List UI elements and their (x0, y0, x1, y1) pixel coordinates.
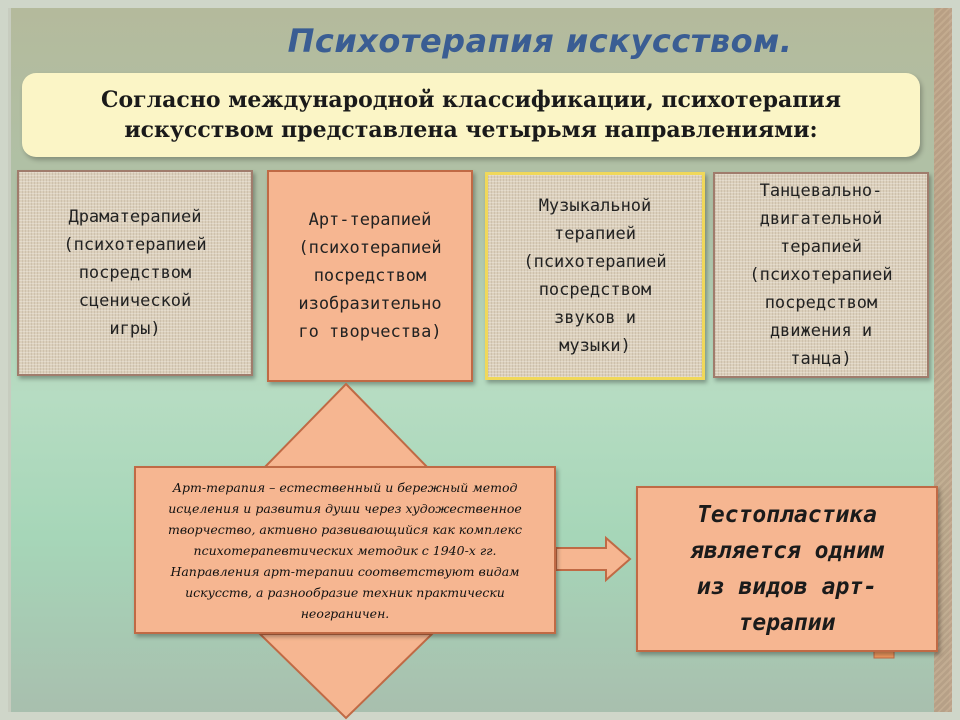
direction-line: (психотерапией (63, 235, 207, 255)
direction-line: Драматерапией (68, 207, 202, 227)
direction-line: Музыкальной (538, 196, 652, 216)
down-arrow-icon (257, 633, 435, 720)
direction-line: танца) (790, 349, 852, 369)
description-line: искусств, а разнообразие техник практиче… (185, 584, 505, 600)
decorative-stripe (934, 8, 952, 712)
direction-line: Арт-терапией (308, 210, 432, 230)
direction-line: изобразительно (298, 294, 442, 314)
art-therapy-description: Арт-терапия – естественный и бережный ме… (134, 466, 556, 634)
direction-art-therapy: Арт-терапией (психотерапией посредством … (267, 170, 473, 382)
direction-line: посредством (313, 266, 427, 286)
description-line: исцеления и развития души через художест… (168, 500, 522, 516)
description-line: психотерапевтических методик с 1940-х гг… (193, 542, 497, 558)
direction-line: (психотерапией (523, 252, 667, 272)
description-line: Арт-терапия – естественный и бережный ме… (172, 479, 518, 495)
direction-line: терапией (554, 224, 636, 244)
direction-line: го творчества) (298, 322, 442, 342)
direction-line: терапией (780, 237, 862, 257)
description-line: неограничен. (300, 605, 390, 621)
testoplastika-conclusion: Тестопластика является одним из видов ар… (636, 486, 938, 652)
direction-line: звуков и (554, 308, 636, 328)
direction-drama-therapy: Драматерапией (психотерапией посредством… (17, 170, 253, 376)
direction-line: игры) (109, 319, 161, 339)
direction-line: посредством (764, 293, 878, 313)
direction-line: посредством (538, 280, 652, 300)
direction-line: (психотерапией (749, 265, 893, 285)
result-line: Тестопластика (696, 502, 877, 528)
result-line: терапии (738, 610, 836, 636)
direction-line: сценической (78, 291, 192, 311)
subtitle-line-2: искусством представлена четырьмя направл… (124, 117, 818, 143)
result-line: из видов арт- (696, 574, 877, 600)
result-line: является одним (690, 538, 884, 564)
direction-music-therapy: Музыкальной терапией (психотерапией поср… (485, 172, 705, 380)
description-line: творчество, активно развивающийся как ко… (167, 521, 523, 537)
direction-dance-movement-therapy: Танцевально- двигательной терапией (псих… (713, 172, 929, 378)
up-arrow-icon (259, 382, 433, 471)
subtitle-line-1: Согласно международной классификации, пс… (101, 87, 841, 113)
direction-line: музыки) (559, 336, 631, 356)
direction-line: посредством (78, 263, 192, 283)
direction-line: Танцевально- (759, 181, 883, 201)
right-arrow-icon (555, 535, 632, 583)
direction-line: (психотерапией (298, 238, 442, 258)
subtitle-banner: Согласно международной классификации, пс… (22, 73, 920, 157)
direction-line: двигательной (759, 209, 883, 229)
description-line: Направления арт-терапии соответствуют ви… (170, 563, 520, 579)
slide-title: Психотерапия искусством. (287, 22, 793, 60)
direction-line: движения и (769, 321, 873, 341)
